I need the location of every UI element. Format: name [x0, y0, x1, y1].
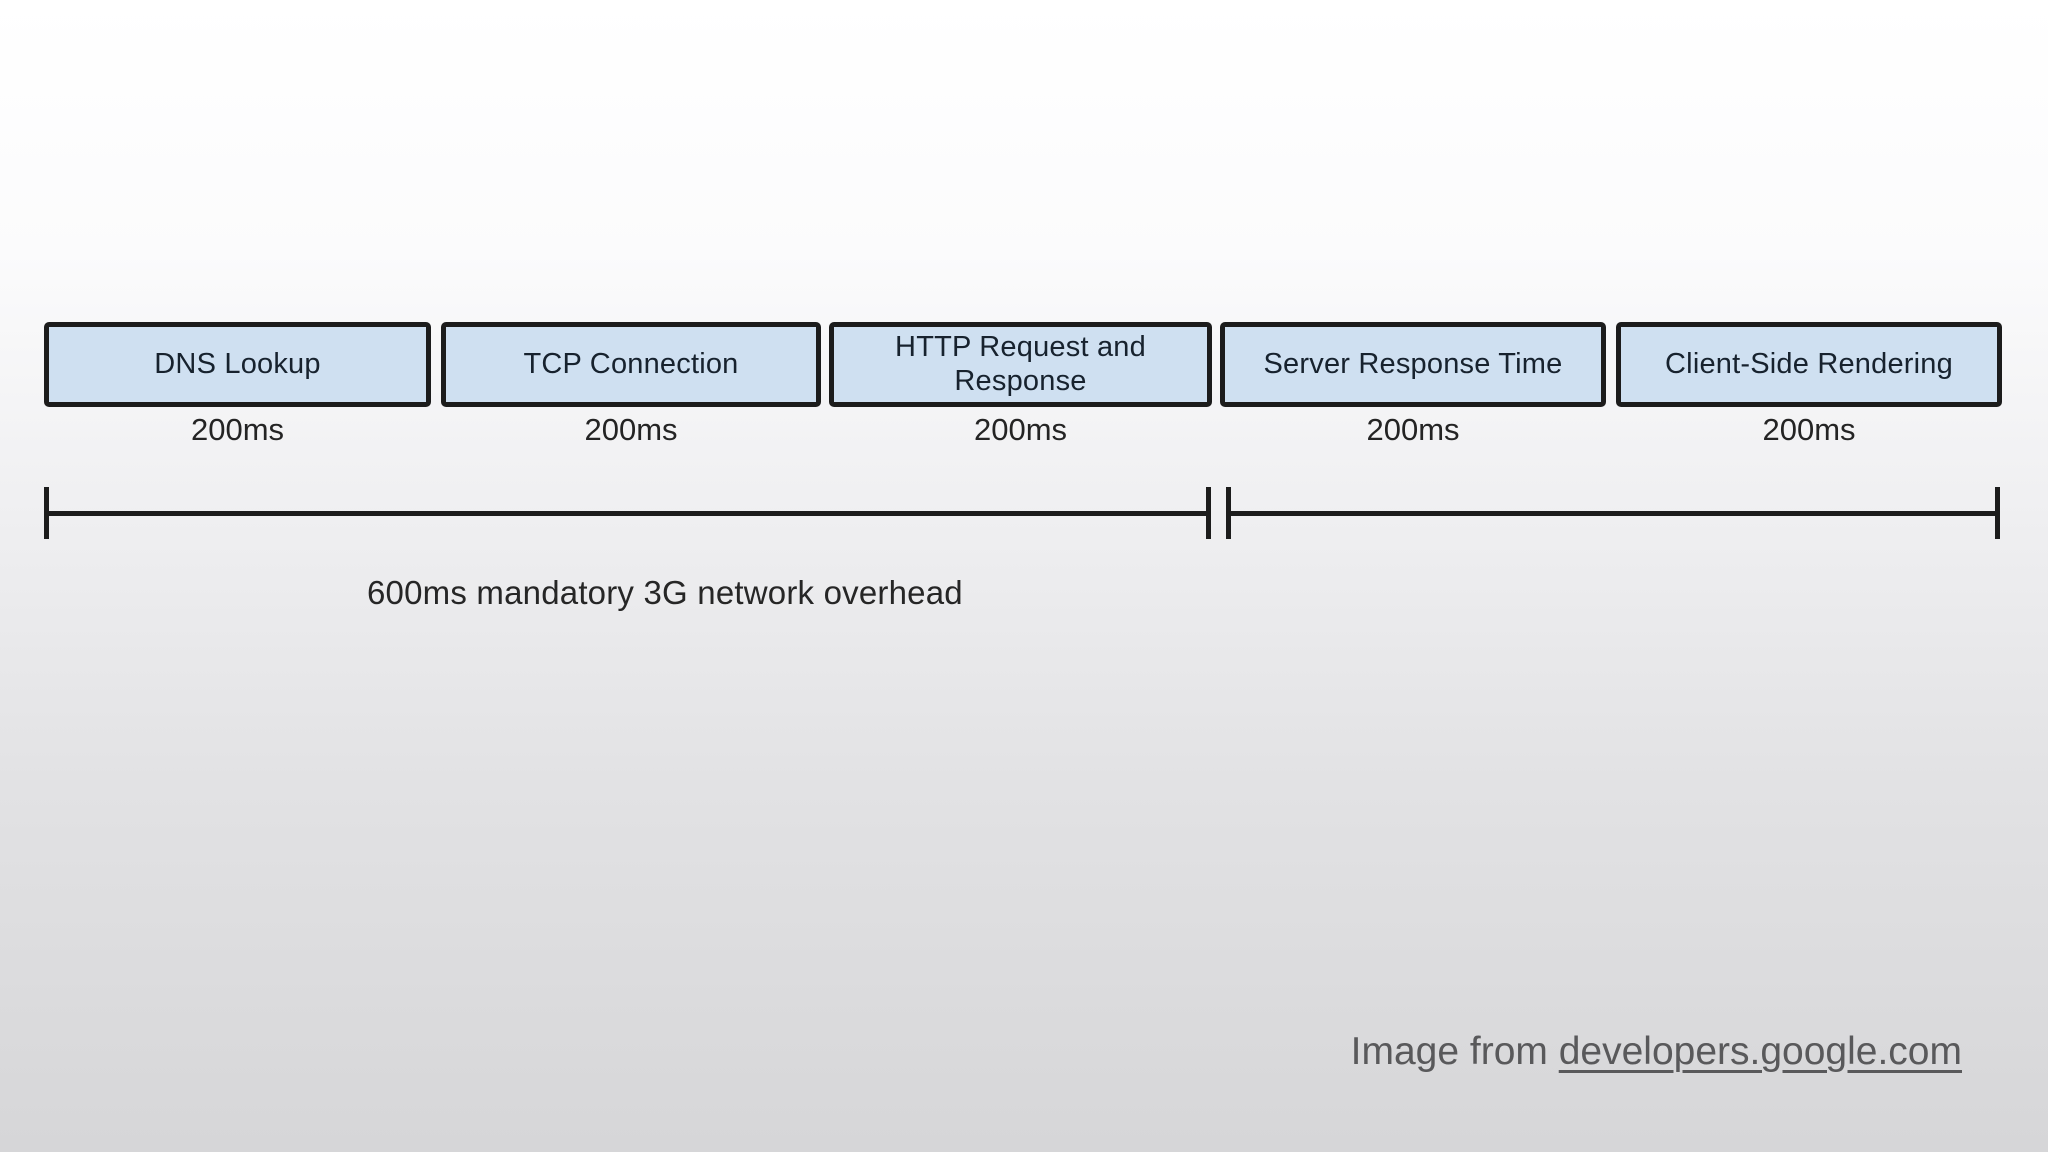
phase-box-client-side-rendering: Client-Side Rendering — [1616, 322, 2002, 407]
phase-box-server-response-time: Server Response Time — [1220, 322, 1606, 407]
phase-box-dns-lookup: DNS Lookup — [44, 322, 431, 407]
duration-label: 200ms — [190, 412, 285, 447]
bracket-tick — [1226, 487, 1231, 539]
phase-label: DNS Lookup — [154, 347, 321, 380]
attribution-prefix: Image from — [1350, 1030, 1559, 1073]
phase-box-http-request-response: HTTP Request and Response — [829, 322, 1212, 407]
duration-label: 200ms — [973, 412, 1068, 447]
bracket-tick — [1206, 487, 1211, 539]
attribution-link[interactable]: developers.google.com — [1558, 1030, 1962, 1073]
phase-box-tcp-connection: TCP Connection — [441, 322, 821, 407]
bracket-line-overhead — [47, 511, 1208, 516]
attribution-text: Image from developers.google.com — [1351, 1030, 1962, 1074]
duration-label: 200ms — [1366, 412, 1460, 447]
phase-label: HTTP Request and Response — [895, 331, 1146, 397]
bracket-line-remaining — [1229, 511, 1997, 516]
overhead-label: 600ms mandatory 3G network overhead — [367, 574, 963, 611]
phase-label: TCP Connection — [523, 347, 739, 380]
phase-label: Server Response Time — [1263, 347, 1563, 380]
duration-label: 200ms — [584, 412, 678, 447]
duration-label: 200ms — [1762, 412, 1856, 447]
bracket-tick — [44, 487, 49, 539]
phase-label: Client-Side Rendering — [1665, 347, 1953, 380]
bracket-tick — [1995, 487, 2000, 539]
